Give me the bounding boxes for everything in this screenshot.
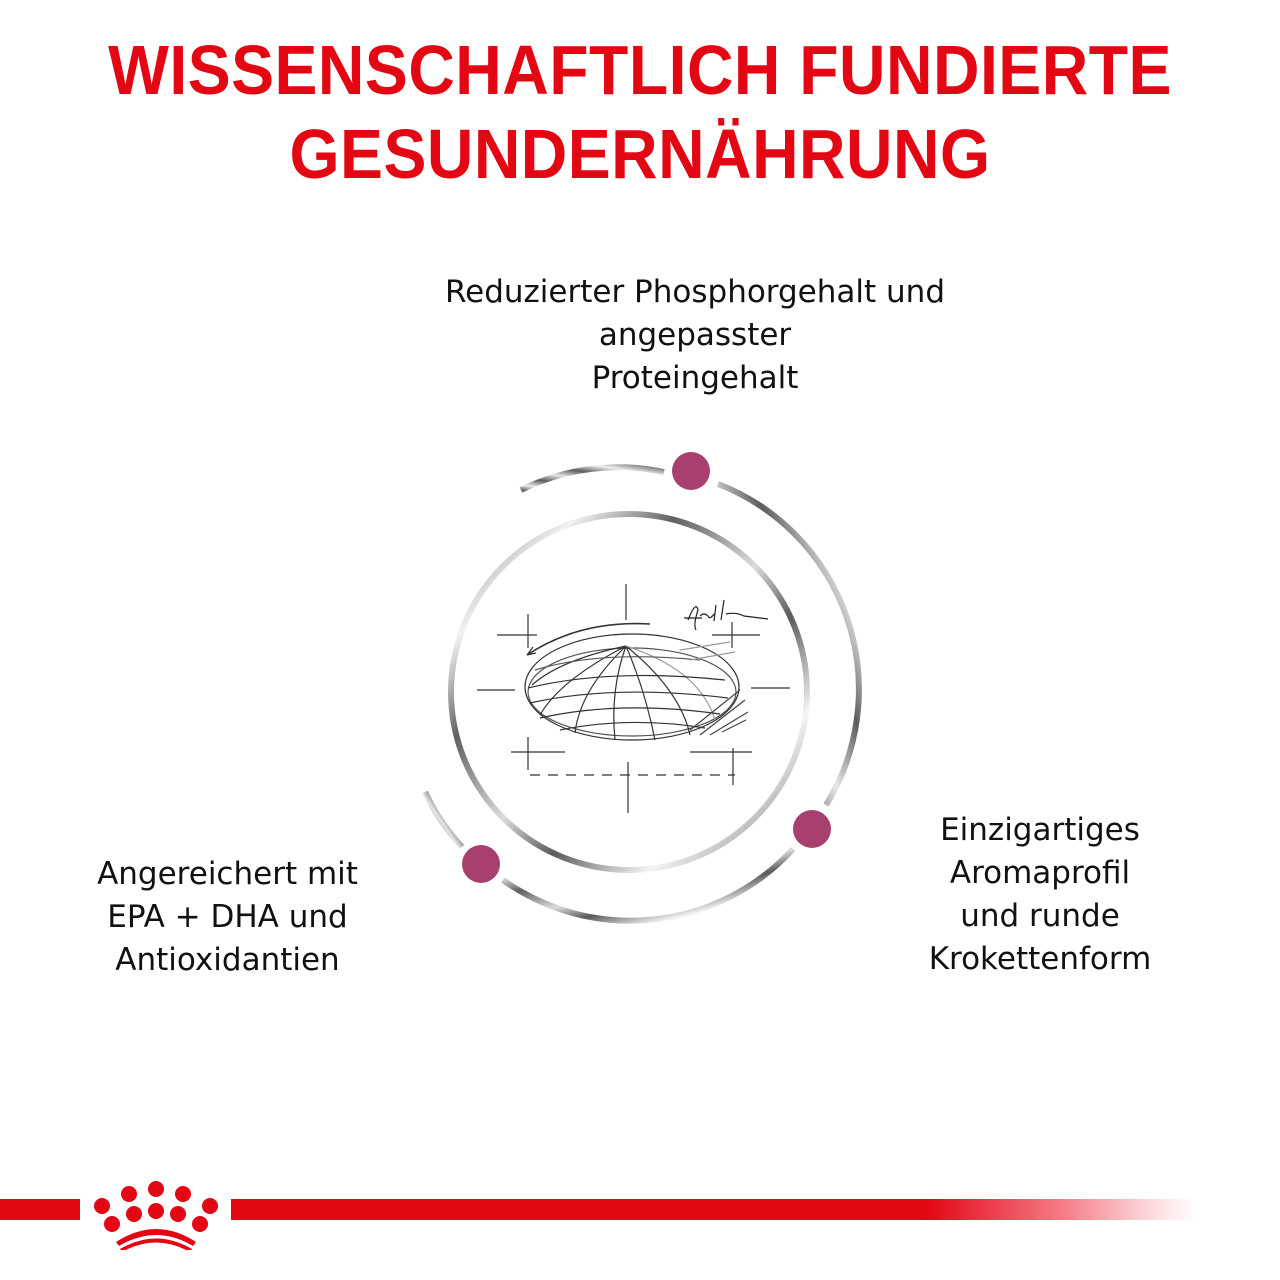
outer-arc-top xyxy=(519,464,665,493)
outer-arc-left xyxy=(422,790,465,850)
feature-text-line: Krokettenform xyxy=(928,941,1152,977)
feature-epa-dha: Angereichert mit EPA + DHA und Antioxida… xyxy=(40,853,415,982)
feature-text-line: Einzigartiges xyxy=(940,812,1140,848)
feature-text-line: Antioxidantien xyxy=(115,942,340,978)
feature-dot-top xyxy=(672,452,710,490)
inner-ring xyxy=(448,511,810,873)
headline-line-1: WISSENSCHAFTLICH FUNDIERTE xyxy=(108,31,1172,109)
feature-text-line: Aromaprofil xyxy=(949,855,1131,891)
royal-crown-logo-icon xyxy=(94,1181,218,1250)
headline-line-2: GESUNDERNÄHRUNG xyxy=(289,115,991,193)
feature-text-line: Reduzierter Phosphorgehalt und xyxy=(444,274,945,310)
kibble-sketch-icon xyxy=(477,584,790,813)
feature-dot-left xyxy=(462,845,500,883)
feature-phosphor-protein: Reduzierter Phosphorgehalt und angepasst… xyxy=(340,271,1050,400)
feature-text-line: und runde xyxy=(960,898,1120,934)
feature-dot-right xyxy=(793,810,831,848)
page-title: WISSENSCHAFTLICH FUNDIERTE GESUNDERNÄHRU… xyxy=(0,28,1280,196)
feature-text-line: Angereichert mit xyxy=(97,856,358,892)
feature-text-line: EPA + DHA und xyxy=(107,899,348,935)
footer-bar-right xyxy=(231,1199,1196,1220)
outer-arc-right xyxy=(716,481,862,807)
feature-text-line: Proteingehalt xyxy=(591,360,799,396)
outer-arc-bottom xyxy=(501,846,796,924)
feature-text-line: angepasster xyxy=(598,317,792,353)
footer-bar-left xyxy=(0,1199,80,1220)
feature-aroma-kibble: Einzigartiges Aromaprofil und runde Krok… xyxy=(880,809,1200,981)
